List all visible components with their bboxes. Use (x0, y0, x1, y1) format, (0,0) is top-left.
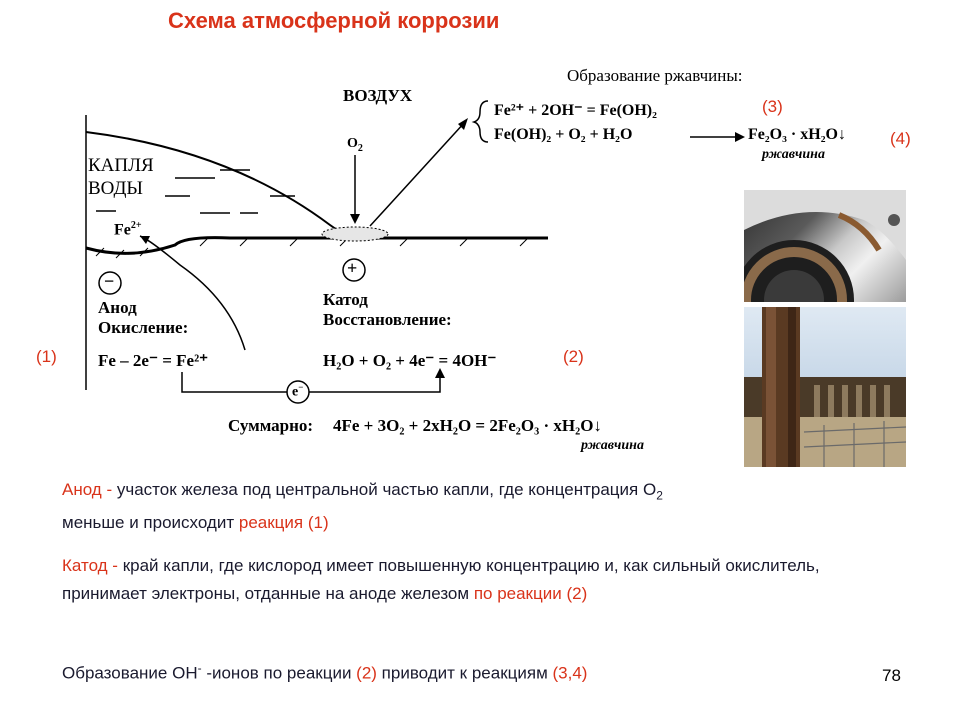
anode-desc-b: меньше и происходит (62, 513, 239, 533)
page-number: 78 (882, 666, 901, 685)
o2-label: O2 (347, 136, 363, 154)
oh-red-2: (3,4) (552, 663, 588, 683)
anode-circle (98, 271, 122, 295)
oh-paragraph: Образование ОН- -ионов по реакции (2) пр… (62, 654, 902, 688)
metal-hatch (95, 237, 529, 259)
cathode-paragraph: Катод - край капли, где кислород имеет п… (62, 552, 892, 608)
oh-c: приводит к реакциям (376, 663, 553, 683)
fe-ion-symbol: Fe (114, 221, 131, 239)
rust-arrow (369, 121, 466, 227)
rust-reaction-1: Fe²⁺ + 2OH⁻ = Fe(OH)₂ (494, 102, 657, 119)
cathode-subtitle: Восстановление: (323, 310, 452, 329)
o2-subscript: 2 (357, 142, 363, 154)
o2-symbol: O (347, 136, 358, 151)
electron-circle (286, 380, 310, 404)
oh-sup: - (197, 661, 202, 675)
rust-product-label: ржавчина (762, 147, 825, 162)
rust-reaction-2: Fe(OH)₂ + O₂ + H₂O (494, 126, 633, 143)
marker-2: (2) (563, 347, 584, 366)
marker-1: (1) (36, 347, 57, 366)
marker-4: (4) (890, 129, 911, 148)
car-wheel-graphic (744, 190, 906, 302)
summary-label: Суммарно: (228, 416, 314, 435)
anode-paragraph: Анод - участок железа под центральной ча… (62, 476, 902, 537)
anode-desc-red: реакция (1) (238, 513, 329, 533)
electron-label: e− (292, 382, 303, 401)
electron-charge: − (298, 382, 304, 392)
pillar-graphic (744, 307, 906, 467)
cathode-term: Катод - (62, 556, 123, 575)
rusty-pillar-photo (744, 307, 906, 467)
summary-product-label: ржавчина (581, 438, 644, 453)
water-dashes (96, 169, 295, 214)
cathode-desc-red: по реакции (2) (473, 584, 588, 603)
cathode-sign: + (347, 258, 358, 278)
anode-desc-sub: 2 (656, 488, 663, 503)
rust-formation-title: Образование ржавчины: (567, 66, 743, 85)
rust-deposit (321, 226, 389, 242)
anode-subtitle: Окисление: (98, 318, 189, 337)
cathode-circle (342, 258, 366, 282)
marker-3: (3) (762, 97, 783, 116)
anode-reaction: Fe – 2e⁻ = Fe²⁺ (98, 351, 209, 370)
reaction-brace (471, 100, 489, 143)
air-label: ВОЗДУХ (343, 86, 413, 105)
rusty-car-photo (744, 190, 906, 302)
anode-title: Анод (98, 298, 137, 317)
cathode-reaction: H₂O + O₂ + 4e⁻ = 4OH⁻ (323, 351, 497, 370)
drop-label-1: КАПЛЯ (88, 155, 154, 176)
oh-b: -ионов по реакции (201, 663, 357, 683)
anode-term: Анод - (62, 480, 117, 499)
cathode-desc-a: край капли, где кислород имеет повышенну… (62, 556, 820, 603)
oh-a: Образование ОН (62, 663, 198, 683)
electron-circuit (181, 372, 441, 393)
drop-label-2: ВОДЫ (88, 178, 143, 199)
cathode-title: Катод (323, 290, 368, 309)
fe-ion-arrow (139, 235, 246, 351)
oh-red-1: (2) (356, 663, 377, 683)
anode-desc-a: участок железа под центральной частью ка… (116, 480, 657, 499)
anode-sign: − (104, 271, 115, 291)
slide-title: Схема атмосферной коррозии (168, 8, 500, 33)
fe-ion-charge: 2+ (130, 220, 142, 231)
summary-reaction: 4Fe + 3O₂ + 2xH₂O = 2Fe₂O₃ · xH₂O↓ (333, 416, 602, 435)
metal-surface (85, 236, 548, 255)
electron-symbol: e (292, 384, 299, 400)
rust-product: Fe₂O₃ · xH₂O↓ (748, 126, 846, 143)
fe-ion-label: Fe2+ (114, 220, 142, 239)
